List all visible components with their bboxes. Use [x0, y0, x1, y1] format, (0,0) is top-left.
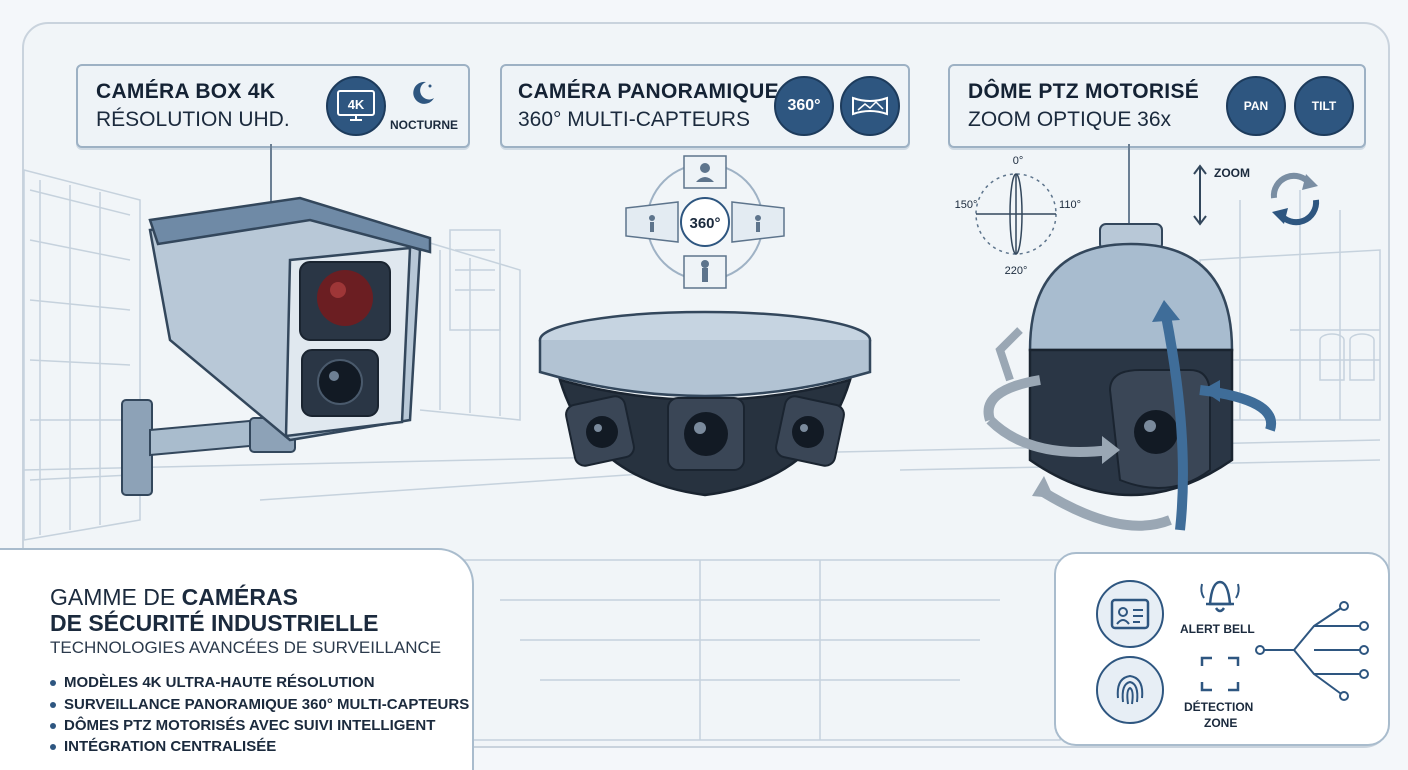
nocturne-label: NOCTURNE [390, 118, 458, 132]
summary-title-line2: DE SÉCURITÉ INDUSTRIELLE [50, 610, 379, 636]
panoramic-360-diagram: 360° [625, 155, 785, 289]
summary-subtitle: TECHNOLOGIES AVANCÉES DE SURVEILLANCE [50, 638, 442, 657]
angle-220-label: 220° [1005, 265, 1028, 277]
panorama-icon [852, 96, 888, 116]
bullet-item: DÔMES PTZ MOTORISÉS AVEC SUIVI INTELLIGE… [50, 717, 435, 734]
summary-title-prefix: GAMME DE [50, 584, 182, 610]
tilt-label: TILT [1311, 99, 1337, 113]
alert-bell-label: ALERT BELL [1180, 622, 1255, 636]
card-ptz-dome: DÔME PTZ MOTORISÉ ZOOM OPTIQUE 36x PAN T… [948, 64, 1366, 148]
bullet-text: DÔMES PTZ MOTORISÉS AVEC SUIVI INTELLIGE… [64, 717, 436, 734]
rotate-icon [1270, 172, 1320, 226]
moon-icon [413, 81, 434, 104]
card-panoramic-camera: CAMÉRA PANORAMIQUE 360° MULTI-CAPTEURS 3… [500, 64, 910, 148]
zone-label: ZONE [1204, 716, 1238, 730]
card-title: CAMÉRA BOX 4K [96, 80, 276, 103]
zoom-label: ZOOM [1214, 166, 1250, 180]
bullet-item: MODÈLES 4K ULTRA-HAUTE RÉSOLUTION [50, 674, 375, 691]
panoramic-camera-illustration [538, 310, 872, 497]
monitor-icon: 4K [337, 90, 375, 121]
detection-zone-icon [1200, 656, 1240, 692]
detection-label: DÉTECTION [1184, 700, 1254, 714]
ptz-dome-illustration [983, 223, 1277, 531]
card-subtitle: 360° MULTI-CAPTEURS [518, 108, 751, 131]
4k-label: 4K [348, 97, 365, 112]
id-card-icon [1110, 598, 1150, 630]
angle-110-label: 110° [1059, 199, 1081, 211]
summary-title-line1: GAMME DE CAMÉRAS [50, 584, 298, 611]
360-badge: 360° [774, 76, 834, 136]
pan-badge: PAN [1226, 76, 1286, 136]
connector-line [270, 144, 272, 244]
angle-0-label: 0° [1013, 155, 1024, 167]
summary-title-bold: CAMÉRAS [181, 584, 298, 610]
card-title: DÔME PTZ MOTORISÉ [968, 80, 1200, 103]
4k-badge: 4K [326, 76, 386, 136]
summary-panel [0, 548, 474, 770]
bullet-text: INTÉGRATION CENTRALISÉE [64, 738, 277, 755]
connector-line [1128, 144, 1130, 224]
ptz-angle-compass: 0° 150° 110° 220° [955, 155, 1081, 277]
bullet-item: INTÉGRATION CENTRALISÉE [50, 738, 276, 755]
panorama-badge [840, 76, 900, 136]
angle-150-label: 150° [955, 199, 978, 211]
fingerprint-badge [1096, 656, 1164, 724]
bullet-text: SURVEILLANCE PANORAMIQUE 360° MULTI-CAPT… [64, 696, 470, 713]
360-label: 360° [787, 97, 821, 114]
network-icon [1255, 601, 1369, 701]
card-title: CAMÉRA PANORAMIQUE [518, 80, 779, 103]
zoom-arrow-icon [1193, 164, 1207, 226]
360-center-label: 360° [689, 215, 720, 232]
bullet-item: SURVEILLANCE PANORAMIQUE 360° MULTI-CAPT… [50, 696, 469, 713]
id-card-badge [1096, 580, 1164, 648]
card-subtitle: RÉSOLUTION UHD. [96, 108, 290, 131]
tilt-badge: TILT [1294, 76, 1354, 136]
bell-icon [1200, 580, 1240, 613]
fingerprint-icon [1116, 674, 1144, 705]
card-subtitle: ZOOM OPTIQUE 36x [968, 108, 1172, 131]
box-camera-illustration [121, 196, 432, 496]
bullet-text: MODÈLES 4K ULTRA-HAUTE RÉSOLUTION [64, 674, 375, 691]
pan-label: PAN [1243, 99, 1269, 113]
card-box-camera: CAMÉRA BOX 4K RÉSOLUTION UHD. 4K NOCTURN… [76, 64, 470, 148]
